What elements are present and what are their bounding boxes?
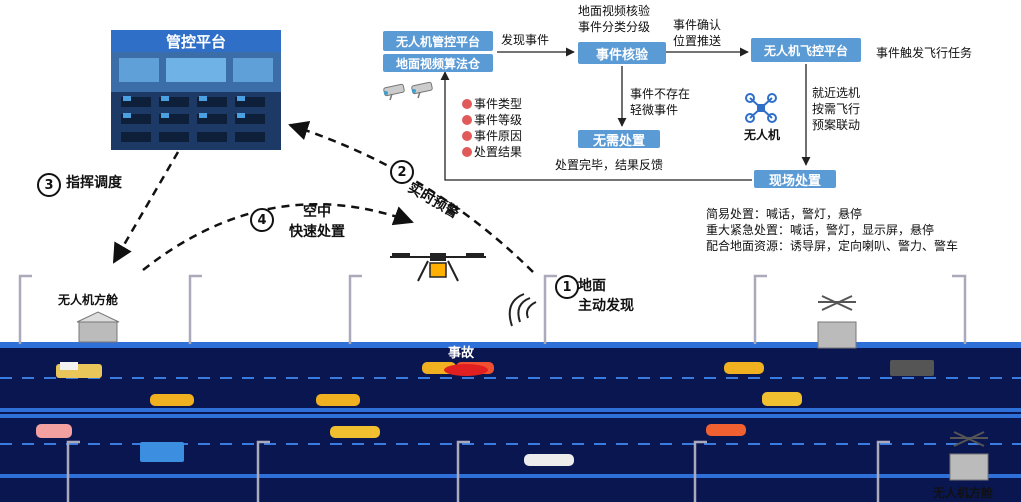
road-scene: [0, 342, 1021, 502]
drone-icon: [745, 93, 777, 123]
step-2-badge: 2: [390, 160, 414, 184]
disposal-note: 简易处置：喊话，警灯，悬停: [706, 207, 863, 221]
airborne-drone-icon: [390, 253, 486, 282]
discover-event-label: 发现事件: [501, 33, 550, 47]
drone-dock-right-label: 无人机方舱: [933, 486, 994, 500]
disposal-note: 重大紧急处置：喊话，警灯，显示屏，悬停: [706, 223, 935, 237]
step-1-badge: 1: [555, 275, 579, 299]
check-bullet-icon: [462, 147, 472, 157]
uav-icon-label: 无人机: [744, 128, 781, 142]
street-poles: [18, 274, 967, 502]
nearby-uav-selection-label: 就近选机 按需飞行 预案联动: [812, 86, 861, 132]
uav-flight-control-box: 无人机飞控平台: [751, 38, 861, 62]
disposal-note: 配合地面资源：诱导屏，定向喇叭、警力、警车: [706, 239, 959, 253]
disposal-notes: 简易处置：喊话，警灯，悬停 重大紧急处置：喊话，警灯，显示屏，悬停 配合地面资源…: [706, 206, 958, 254]
event-info-item: 事件类型: [462, 96, 522, 112]
trigger-flight-task-label: 事件触发飞行任务: [876, 46, 973, 60]
on-site-disposal-box: 现场处置: [754, 170, 836, 189]
event-not-exist-label: 事件不存在 轻微事件: [630, 87, 691, 117]
event-info-item: 处置结果: [462, 144, 522, 160]
check-bullet-icon: [462, 131, 472, 141]
detection-wave-icon: [508, 293, 537, 327]
event-info-list: 事件类型 事件等级 事件原因 处置结果: [462, 96, 522, 160]
ground-video-algorithm-box: 地面视频算法仓: [383, 54, 493, 72]
check-bullet-icon: [462, 115, 472, 125]
step-4-badge: 4: [250, 208, 274, 232]
step-3-badge: 3: [37, 173, 61, 197]
camera-icon: [383, 81, 433, 101]
step-4-label: 空中 快速处置: [289, 204, 345, 240]
accident-label: 事故: [448, 346, 475, 361]
control-platform-title: 管控平台: [111, 30, 281, 52]
drone-dock-left-label: 无人机方舱: [58, 293, 119, 307]
event-info-item: 事件原因: [462, 128, 522, 144]
no-disposal-box: 无需处置: [578, 130, 660, 149]
event-confirm-label: 事件确认 位置推送: [673, 18, 722, 48]
ground-video-check-label: 地面视频核验 事件分类分级: [578, 4, 651, 34]
disposal-feedback-label: 处置完毕，结果反馈: [555, 158, 664, 172]
control-platform-panel: 管控平台: [111, 30, 281, 150]
step-3-label: 指挥调度: [66, 175, 122, 191]
check-bullet-icon: [462, 99, 472, 109]
control-room-image: [111, 52, 281, 150]
drone-dock-right-bottom-icon: [949, 431, 989, 481]
event-verification-box: 事件核验: [578, 42, 666, 64]
event-info-item: 事件等级: [462, 112, 522, 128]
uav-control-platform-box: 无人机管控平台: [383, 31, 493, 51]
drone-dock-left-icon: [76, 311, 120, 343]
step-1-label: 地面 主动发现: [578, 278, 634, 314]
drone-dock-right-top-icon: [817, 295, 857, 349]
